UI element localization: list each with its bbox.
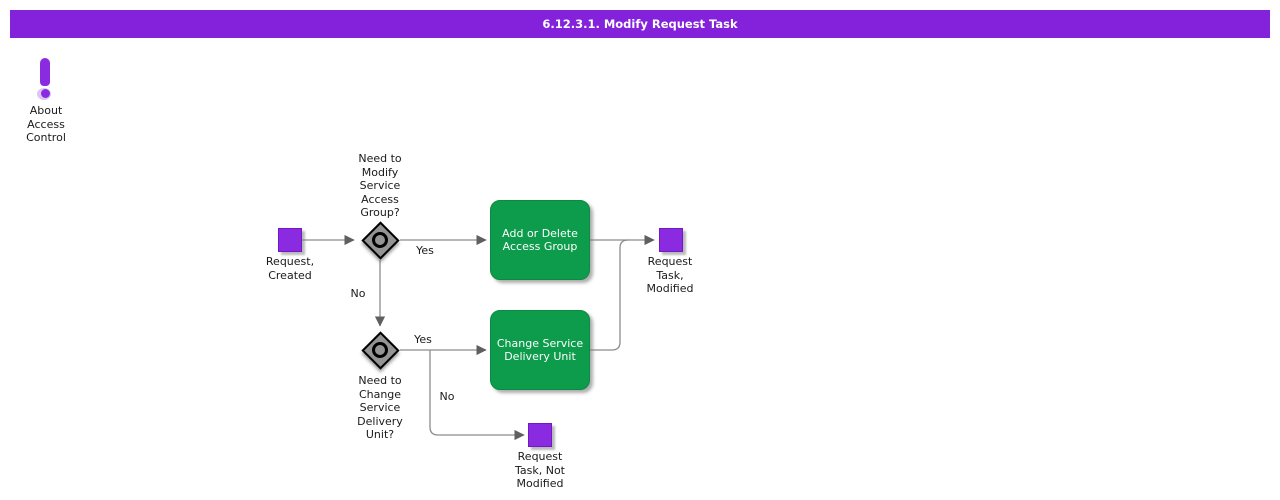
gateway-circle-icon (372, 342, 388, 358)
diagram-title-bar: 6.12.3.1. Modify Request Task (10, 10, 1270, 38)
task-change-service-delivery-unit[interactable]: Change Service Delivery Unit (490, 310, 590, 390)
edge-label-gateway1-yes: Yes (416, 244, 434, 257)
task1-label: Add or Delete Access Group (502, 226, 578, 254)
edge-label-gateway2-no: No (439, 390, 455, 403)
end-event-request-task-modified (659, 228, 683, 252)
exclamation-icon-dot (40, 89, 50, 98)
end-modified-label: Request Task, Modified (646, 255, 694, 295)
end-not-modified-label: Request Task, Not Modified (514, 450, 565, 490)
start-event-label: Request, Created (265, 255, 315, 282)
task-add-or-delete-access-group[interactable]: Add or Delete Access Group (490, 200, 590, 280)
page-title: 6.12.3.1. Modify Request Task (542, 17, 738, 31)
edge-label-gateway2-yes: Yes (414, 333, 432, 346)
start-event-request-created (278, 228, 302, 252)
end-event-request-task-not-modified (528, 423, 552, 447)
task2-label: Change Service Delivery Unit (496, 336, 584, 364)
about-access-control-label: About Access Control (26, 104, 66, 144)
gateway2-question-label: Need to Change Service Delivery Unit? (357, 374, 403, 441)
gateway-modify-service-access-group (360, 220, 400, 260)
gateway-change-service-delivery-unit (360, 330, 400, 370)
edge-label-gateway1-no: No (350, 287, 366, 300)
gateway-circle-icon (372, 232, 388, 248)
about-access-control-icon[interactable] (37, 58, 52, 102)
exclamation-icon (40, 58, 50, 86)
gateway1-question-label: Need to Modify Service Access Group? (358, 152, 402, 219)
